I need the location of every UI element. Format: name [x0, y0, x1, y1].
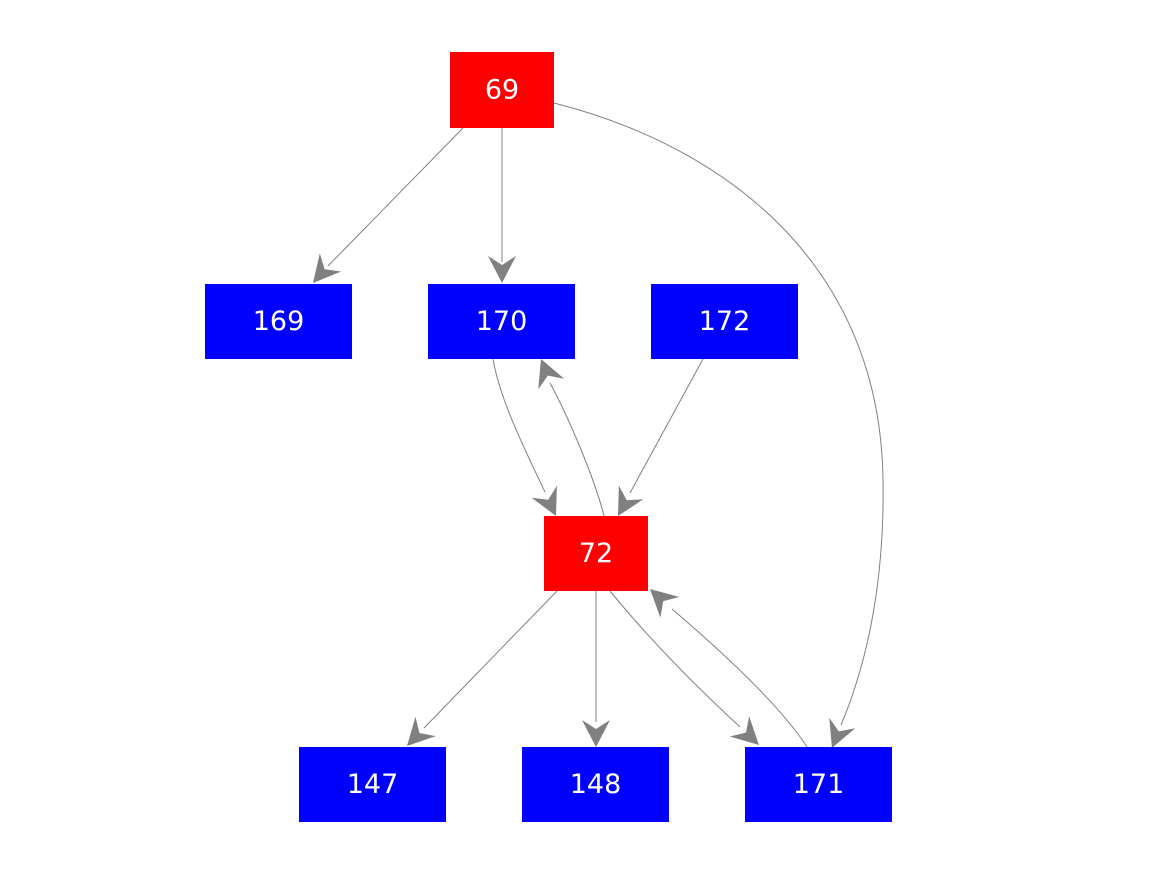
node-label: 72	[579, 538, 613, 569]
edge-172-to-72	[618, 358, 704, 516]
edge-line	[327, 127, 464, 267]
node-172: 172	[651, 284, 798, 359]
node-148: 148	[522, 747, 669, 822]
edge-72-to-147	[407, 590, 558, 746]
node-170: 170	[428, 284, 575, 359]
arrowhead-icon	[531, 485, 557, 516]
node-box	[428, 284, 575, 359]
node-169: 169	[205, 284, 352, 359]
node-box	[522, 747, 669, 822]
edge-69-to-170	[488, 128, 516, 283]
node-box	[205, 284, 352, 359]
edge-line	[423, 590, 558, 729]
node-box	[450, 52, 554, 128]
node-171: 171	[745, 747, 892, 822]
node-label: 169	[253, 306, 305, 337]
node-label: 170	[476, 306, 528, 337]
arrowhead-icon	[618, 485, 644, 516]
arrowhead-icon	[488, 256, 516, 283]
arrowhead-icon	[650, 589, 680, 618]
edge-72-to-171	[609, 590, 759, 745]
node-box	[544, 516, 648, 591]
nodes-layer: 69 169 170 172 72 147 148 171	[205, 52, 892, 822]
edge-72-to-148	[582, 591, 610, 747]
edge-line	[492, 358, 546, 493]
edge-69-to-171	[553, 102, 884, 748]
edge-line	[553, 102, 884, 726]
edges-layer	[313, 102, 884, 748]
node-box	[651, 284, 798, 359]
node-147: 147	[299, 747, 446, 822]
edge-line	[609, 590, 741, 728]
node-label: 171	[793, 769, 845, 800]
arrowhead-icon	[538, 359, 565, 390]
node-label: 69	[485, 75, 519, 106]
edge-line	[671, 608, 808, 748]
arrowhead-icon	[582, 720, 610, 747]
node-label: 172	[699, 306, 751, 337]
node-label: 148	[570, 769, 622, 800]
arrowhead-icon	[313, 253, 342, 283]
edge-72-to-170	[538, 359, 605, 517]
edge-line	[629, 358, 704, 494]
edge-line	[549, 382, 605, 517]
arrowhead-icon	[407, 716, 436, 746]
edge-171-to-72	[650, 589, 808, 748]
node-label: 147	[347, 769, 399, 800]
node-69: 69	[450, 52, 554, 128]
node-box	[745, 747, 892, 822]
arrowhead-icon	[729, 716, 759, 745]
node-box	[299, 747, 446, 822]
edge-170-to-72	[492, 358, 557, 516]
node-72: 72	[544, 516, 648, 591]
arrowhead-icon	[829, 717, 856, 748]
edge-69-to-169	[313, 127, 464, 283]
